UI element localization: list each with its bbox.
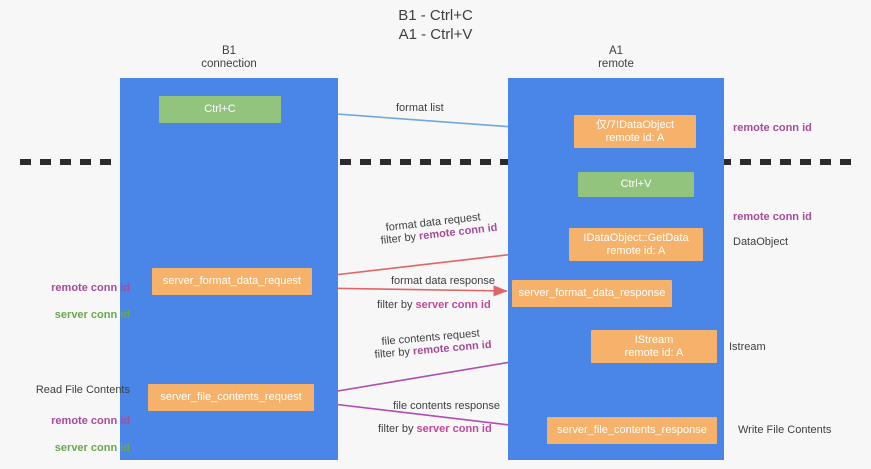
node-istream-sublabel: remote id: A	[624, 346, 684, 359]
lane-a1-header: A1 remote	[598, 45, 634, 70]
node-istream-label: IStream	[634, 333, 674, 346]
node-server-format-data-request-label: server_format_data_request	[162, 275, 302, 287]
annotation-right-remote-conn-id-mid: remote conn id	[733, 211, 812, 223]
filter-prefix: filter by	[374, 345, 414, 361]
page-title: B1 - Ctrl+C A1 - Ctrl+V	[398, 7, 473, 43]
filter-prefix: filter by	[377, 299, 416, 311]
annotation-right-istream: Istream	[729, 341, 766, 353]
node-server-format-data-response-label: server_format_data_response	[518, 287, 666, 299]
filter-key-server-conn-id: server conn id	[415, 299, 491, 311]
edge-label-format-list: format list	[396, 102, 444, 114]
node-ctrl-c-label: Ctrl+C	[204, 103, 236, 115]
annotation-left-server-conn-id: server conn id	[54, 308, 130, 321]
annotation-left-remote-conn-id: remote conn id	[51, 281, 130, 294]
node-server-file-contents-response[interactable]: server_file_contents_response	[547, 417, 717, 444]
lane-b1-header: B1 connection	[201, 45, 257, 70]
node-idataobject-top[interactable]: 仅/7IDataObject remote id: A	[574, 115, 696, 148]
edge-label-format-data-response: format data response	[391, 275, 495, 287]
node-idataobject-top-label: 仅/7IDataObject	[595, 118, 675, 131]
annotation-left-conn-ids: remote conn id server conn id	[20, 268, 130, 336]
node-ctrl-c[interactable]: Ctrl+C	[159, 96, 281, 123]
node-idataobject-getdata-label: IDataObject::GetData	[583, 231, 689, 244]
node-idataobject-getdata-sublabel: remote id: A	[606, 244, 666, 257]
node-server-file-contents-request-label: server_file_contents_request	[160, 391, 302, 403]
edge-label-format-data-response-filter: filter by server conn id	[377, 298, 491, 312]
annotation-left-server-conn-id-2: server conn id	[54, 441, 130, 454]
node-ctrl-v-label: Ctrl+V	[620, 178, 652, 190]
annotation-left-read-file-contents: Read File Contents	[35, 384, 130, 396]
filter-key-server-conn-id: server conn id	[416, 423, 492, 435]
node-idataobject-top-sublabel: remote id: A	[605, 131, 665, 144]
node-server-format-data-request[interactable]: server_format_data_request	[152, 268, 312, 295]
annotation-right-write-file-contents: Write File Contents	[738, 424, 832, 436]
edge-label-file-contents-response: file contents response	[393, 400, 501, 412]
node-server-file-contents-response-label: server_file_contents_response	[557, 424, 707, 436]
node-istream[interactable]: IStream remote id: A	[591, 330, 717, 363]
filter-prefix: filter by	[378, 423, 417, 435]
annotation-left-remote-conn-id-2: remote conn id	[51, 414, 130, 427]
annotation-right-remote-conn-id-top: remote conn id	[733, 122, 812, 134]
annotation-right-dataobject: DataObject	[733, 236, 789, 248]
arrow-format-data-response	[313, 285, 508, 297]
node-idataobject-getdata[interactable]: IDataObject::GetData remote id: A	[569, 228, 703, 261]
node-server-format-data-response[interactable]: server_format_data_response	[512, 280, 672, 307]
node-ctrl-v[interactable]: Ctrl+V	[578, 172, 694, 197]
arrow-file-contents-response	[315, 401, 544, 433]
node-server-file-contents-request[interactable]: server_file_contents_request	[148, 384, 314, 411]
edge-label-file-contents-response-filter: filter by server conn id	[378, 422, 492, 436]
annotation-left-conn-ids-2: remote conn id server conn id	[20, 401, 130, 469]
